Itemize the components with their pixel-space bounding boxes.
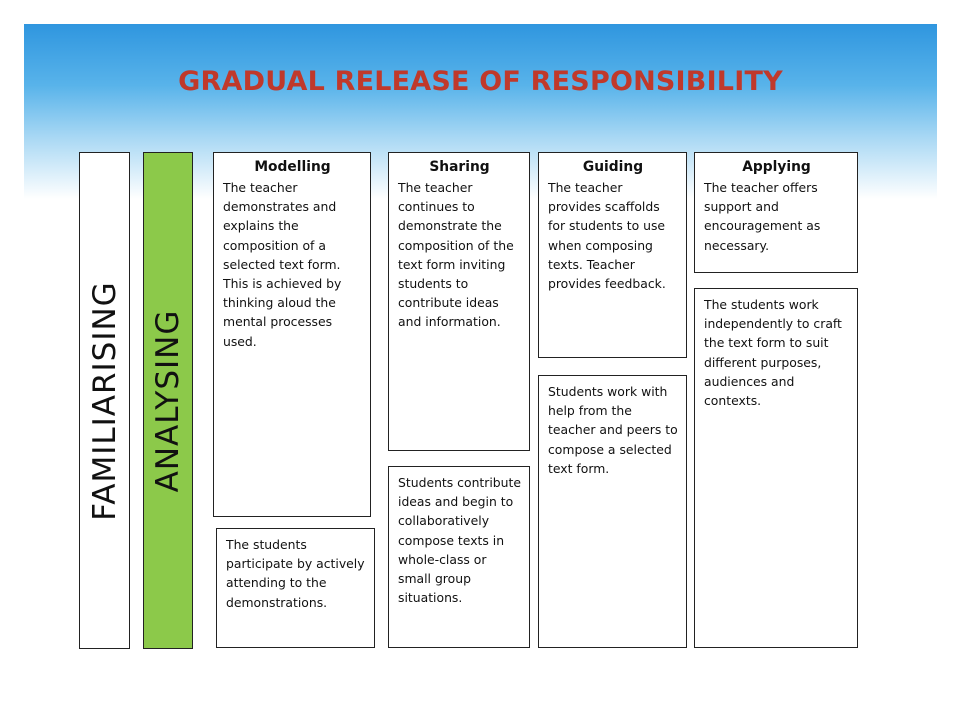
slide-title: GRADUAL RELEASE OF RESPONSIBILITY bbox=[178, 66, 783, 97]
modelling-teacher-text: The teacher demonstrates and explains th… bbox=[223, 180, 342, 349]
modelling-heading: Modelling bbox=[254, 159, 331, 175]
sharing-teacher-box: Sharing The teacher continues to demonst… bbox=[388, 152, 530, 451]
slide: GRADUAL RELEASE OF RESPONSIBILITY FAMILI… bbox=[24, 24, 937, 696]
modelling-teacher-box: Modelling The teacher demonstrates and e… bbox=[213, 152, 371, 517]
familiarising-bar: FAMILIARISING bbox=[79, 152, 130, 649]
guiding-teacher-box: Guiding The teacher provides scaffolds f… bbox=[538, 152, 687, 358]
guiding-teacher-text: The teacher provides scaffolds for stude… bbox=[548, 180, 666, 292]
familiarising-label: FAMILIARISING bbox=[86, 280, 123, 521]
sharing-teacher-text: The teacher continues to demonstrate the… bbox=[398, 180, 514, 330]
applying-students-text: The students work independently to craft… bbox=[704, 297, 842, 409]
sharing-students-text: Students contribute ideas and begin to c… bbox=[398, 475, 522, 606]
guiding-students-text: Students work with help from the teacher… bbox=[548, 384, 678, 476]
analysing-bar: ANALYSING bbox=[143, 152, 193, 649]
modelling-students-text: The students participate by actively att… bbox=[226, 537, 365, 610]
guiding-heading: Guiding bbox=[582, 159, 644, 175]
applying-heading: Applying bbox=[742, 159, 811, 175]
guiding-students-box: Students work with help from the teacher… bbox=[538, 375, 687, 648]
sharing-heading: Sharing bbox=[429, 159, 490, 175]
analysing-label: ANALYSING bbox=[150, 309, 186, 492]
applying-teacher-box: Applying The teacher offers support and … bbox=[694, 152, 858, 273]
sharing-students-box: Students contribute ideas and begin to c… bbox=[388, 466, 530, 648]
applying-students-box: The students work independently to craft… bbox=[694, 288, 858, 648]
modelling-students-box: The students participate by actively att… bbox=[216, 528, 375, 648]
applying-teacher-text: The teacher offers support and encourage… bbox=[704, 180, 821, 253]
